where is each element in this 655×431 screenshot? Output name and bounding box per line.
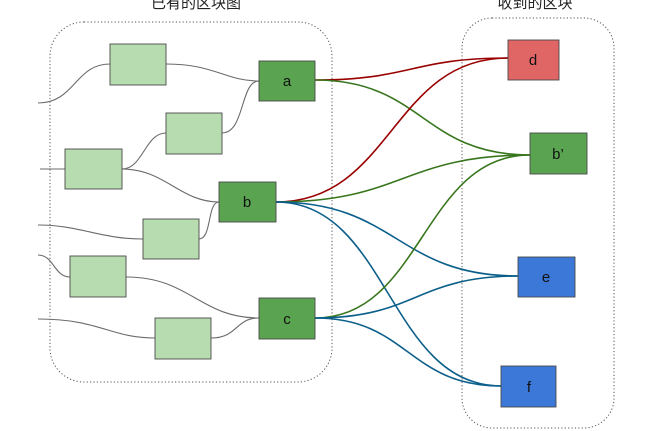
existing-light-blocks bbox=[64, 43, 223, 360]
block-c-label: c bbox=[283, 311, 291, 328]
wire-block6-to-c bbox=[210, 317, 260, 339]
wire-block5-to-c bbox=[125, 276, 260, 319]
received-blocks-group bbox=[461, 17, 615, 429]
link-b-to-f bbox=[275, 201, 502, 387]
block-b-prime-label: b’ bbox=[552, 146, 564, 163]
block-c-rect bbox=[258, 297, 316, 340]
block-f: f bbox=[500, 365, 557, 408]
block-b-rect bbox=[218, 181, 277, 223]
existing-block-4 bbox=[142, 218, 200, 260]
existing-chain-wires bbox=[37, 63, 260, 339]
block-b: b bbox=[218, 181, 277, 223]
wire-block4-to-b bbox=[198, 201, 220, 240]
wire-block3-to-block2 bbox=[121, 132, 167, 170]
wire-left-to-block6 bbox=[37, 318, 156, 339]
link-c-to-b-prime bbox=[314, 154, 531, 319]
block-a-rect bbox=[258, 60, 316, 102]
block-f-rect bbox=[500, 365, 557, 408]
link-c-to-f bbox=[314, 317, 502, 387]
link-b-to-b-prime bbox=[275, 154, 531, 203]
block-e-label: e bbox=[542, 269, 550, 286]
wire-block1-to-a bbox=[165, 63, 260, 82]
block-a-label: a bbox=[283, 73, 292, 90]
block-d: d bbox=[507, 39, 560, 81]
block-e-rect bbox=[517, 256, 576, 298]
block-c: c bbox=[258, 297, 316, 340]
received-group-title: 收到的区块 bbox=[497, 0, 572, 12]
existing-block-3 bbox=[64, 148, 123, 190]
block-b-prime: b’ bbox=[529, 132, 588, 175]
link-a-to-d bbox=[314, 57, 509, 81]
link-b-to-d bbox=[275, 57, 509, 203]
wire-left-to-block5 bbox=[37, 254, 71, 278]
wire-block2-to-a bbox=[221, 80, 260, 134]
block-f-label: f bbox=[527, 379, 532, 396]
link-c-to-e bbox=[314, 275, 519, 319]
existing-group-title: 已有的区块图 bbox=[151, 0, 241, 12]
block-b-label: b bbox=[243, 194, 251, 211]
block-d-rect bbox=[507, 39, 560, 81]
wire-left-to-block4 bbox=[37, 224, 144, 240]
existing-block-6 bbox=[154, 317, 212, 360]
existing-block-1 bbox=[109, 43, 167, 86]
wire-left-to-block1 bbox=[37, 63, 111, 104]
existing-block-5 bbox=[69, 255, 127, 298]
link-b-to-e bbox=[275, 201, 519, 277]
block-a: a bbox=[258, 60, 316, 102]
block-e: e bbox=[517, 256, 576, 298]
link-a-to-b-prime bbox=[314, 79, 531, 156]
cross-links bbox=[275, 57, 531, 387]
wire-block3-to-b bbox=[121, 168, 220, 203]
existing-block-2 bbox=[165, 112, 223, 155]
block-d-label: d bbox=[529, 52, 537, 69]
block-b-prime-rect bbox=[529, 132, 588, 175]
